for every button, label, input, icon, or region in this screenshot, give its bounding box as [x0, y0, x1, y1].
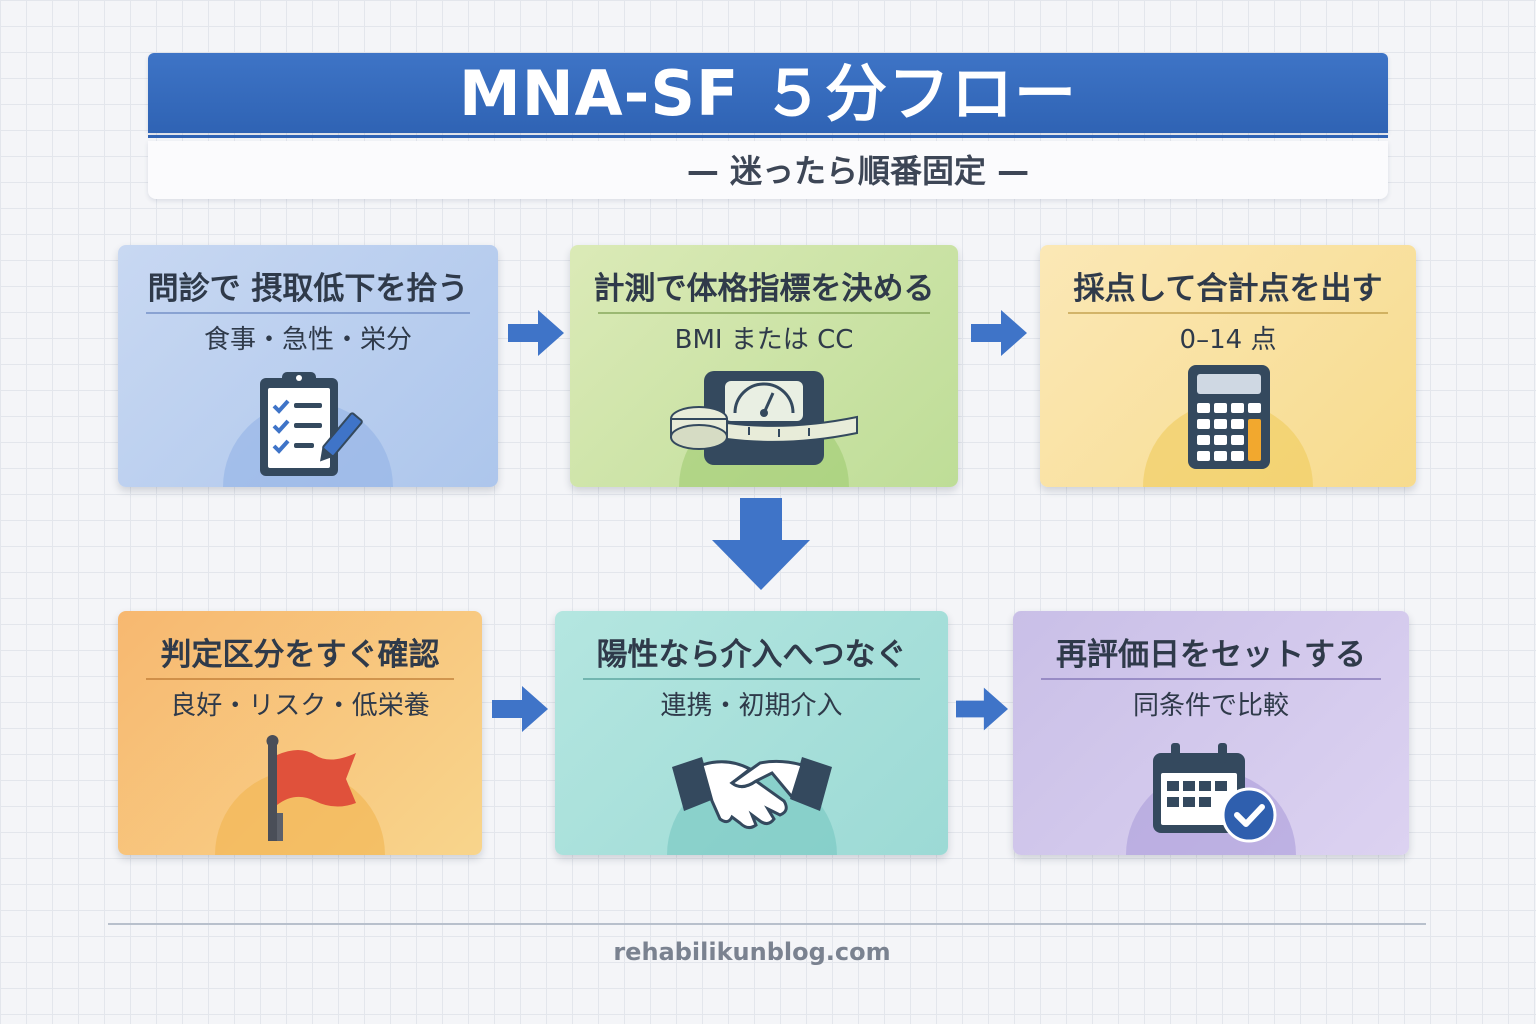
footer-divider [108, 923, 1426, 925]
step-3-card: 採点して合計点を出す 0–14 点 [1040, 245, 1416, 487]
arrow-right-icon [492, 686, 548, 732]
calendar-check-icon [1153, 743, 1277, 843]
step-6-title: 再評価日をセットする [1056, 637, 1366, 673]
step-2-divider [598, 312, 930, 314]
step-1-divider [146, 312, 470, 314]
scale-tape-measure-icon [670, 371, 858, 465]
arrow-down-icon [712, 498, 810, 590]
step-2-detail: BMI または CC [674, 325, 854, 355]
step-6-detail: 同条件で比較 [1132, 691, 1289, 721]
arrow-right-icon [956, 687, 1008, 731]
step-3-detail: 0–14 点 [1179, 325, 1277, 355]
step-2-title: 計測で体格指標を決める [593, 271, 935, 307]
header-bar: MNA-SF ５分フロー [148, 53, 1388, 138]
step-2-card: 計測で体格指標を決める BMI または CC [570, 245, 958, 487]
step-5-divider [583, 678, 920, 680]
step-3-title: 採点して合計点を出す [1073, 271, 1383, 307]
step-4-divider [146, 678, 454, 680]
step-4-title: 判定区分をすぐ確認 [160, 637, 440, 673]
step-6-card: 再評価日をセットする 同条件で比較 [1013, 611, 1409, 855]
step-5-title: 陽性なら介入へつなぐ [596, 637, 907, 673]
step-1-detail: 食事・急性・栄分 [203, 325, 412, 355]
step-6-divider [1041, 678, 1381, 680]
step-3-divider [1068, 312, 1388, 314]
step-1-title: 問診で 摂取低下を拾う [147, 271, 469, 307]
page-subtitle: — 迷ったら順番固定 — [686, 152, 1030, 190]
step-5-detail: 連携・初期介入 [660, 691, 843, 721]
arrow-right-icon [971, 310, 1027, 356]
flag-icon [266, 735, 356, 841]
calculator-icon [1188, 365, 1270, 469]
arrow-right-icon [508, 310, 564, 356]
step-4-detail: 良好・リスク・低栄養 [170, 691, 430, 721]
subtitle-bar: — 迷ったら順番固定 — [148, 141, 1388, 199]
footer-site-url: rehabilikunblog.com [613, 938, 891, 966]
step-5-card: 陽性なら介入へつなぐ 連携・初期介入 [555, 611, 948, 855]
handshake-icon [671, 757, 832, 830]
clipboard-checklist-icon [260, 372, 363, 476]
step-4-card: 判定区分をすぐ確認 良好・リスク・低栄養 [118, 611, 482, 855]
step-1-card: 問診で 摂取低下を拾う 食事・急性・栄分 [118, 245, 498, 487]
page-title: MNA-SF ５分フロー [459, 57, 1077, 130]
